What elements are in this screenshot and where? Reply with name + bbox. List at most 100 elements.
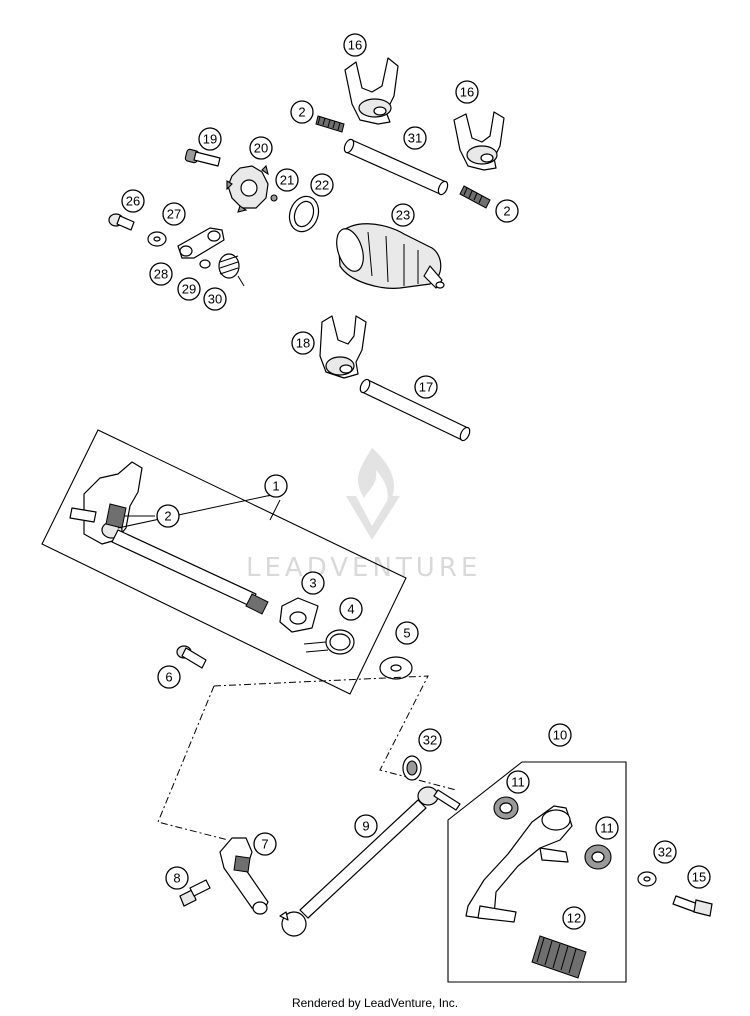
svg-text:18: 18 (296, 336, 310, 351)
callout-15: 15 (687, 865, 711, 889)
svg-text:10: 10 (553, 728, 567, 743)
callout-32-left: 32 (418, 728, 442, 752)
svg-text:4: 4 (347, 602, 354, 617)
watermark-text: LEADVENTURE (246, 553, 481, 583)
callout-30: 30 (203, 287, 227, 311)
callout-2-upper: 2 (290, 100, 314, 124)
bolt-19 (184, 148, 221, 167)
fork-shaft-17 (359, 378, 471, 442)
svg-text:8: 8 (173, 871, 180, 886)
callout-32-right: 32 (653, 840, 677, 864)
svg-text:32: 32 (423, 733, 437, 748)
svg-text:5: 5 (403, 626, 410, 641)
svg-text:20: 20 (254, 141, 268, 156)
footer-credit: Rendered by LeadVenture, Inc. (291, 996, 459, 1010)
bolt-26 (108, 213, 135, 231)
svg-text:16: 16 (460, 85, 474, 100)
svg-text:3: 3 (309, 576, 316, 591)
callout-16-right: 16 (455, 80, 479, 104)
clamp-bolt-8 (179, 879, 211, 907)
callout-18: 18 (291, 331, 315, 355)
svg-text:19: 19 (203, 132, 217, 147)
spring-2-on-shaft (105, 503, 127, 529)
washer-27 (147, 231, 167, 247)
callout-12: 12 (562, 906, 586, 930)
washer-32-left (402, 755, 422, 781)
callout-23: 23 (391, 203, 415, 227)
pedal-rubber-12 (531, 935, 587, 979)
callout-7: 7 (253, 832, 277, 856)
callout-28: 28 (149, 262, 173, 286)
callout-29: 29 (177, 277, 201, 301)
shift-fork-18 (319, 315, 367, 379)
torsion-spring-30 (218, 253, 245, 287)
washer-32-right (637, 871, 657, 887)
callout-4: 4 (339, 597, 363, 621)
shift-rod-9 (279, 786, 461, 937)
svg-text:1: 1 (272, 479, 279, 494)
svg-text:11: 11 (511, 775, 525, 790)
stop-bolt-6 (176, 645, 207, 669)
leadventure-watermark: LEADVENTURE (246, 448, 481, 583)
fork-shaft-31 (343, 138, 449, 196)
pedal-bolt-15 (672, 895, 713, 917)
locking-lever-28 (177, 227, 225, 259)
callout-11-right: 11 (595, 816, 619, 840)
svg-text:12: 12 (567, 911, 581, 926)
callout-8: 8 (165, 866, 189, 890)
svg-text:16: 16 (348, 38, 362, 53)
callout-2-shaft: 2 (156, 504, 180, 528)
svg-text:9: 9 (362, 819, 369, 834)
callout-21: 21 (275, 168, 299, 192)
callout-2-right: 2 (495, 199, 519, 223)
svg-text:23: 23 (396, 208, 410, 223)
callout-19: 19 (198, 127, 222, 151)
return-spring-4 (303, 629, 355, 655)
detent-spring-2-upper (315, 115, 345, 133)
svg-text:28: 28 (154, 267, 168, 282)
bearing-11-right (584, 844, 612, 870)
pin-21 (270, 194, 278, 202)
svg-text:30: 30 (208, 292, 222, 307)
detent-spring-2-right (459, 185, 491, 209)
shift-pedal-10 (465, 805, 573, 923)
callout-27: 27 (162, 202, 186, 226)
shift-star-20 (226, 164, 269, 213)
guide-plate-3 (279, 597, 319, 633)
ring-22 (288, 195, 320, 233)
svg-text:2: 2 (298, 105, 305, 120)
svg-text:2: 2 (164, 509, 171, 524)
callout-5: 5 (395, 621, 419, 645)
svg-text:15: 15 (692, 870, 706, 885)
callout-9: 9 (354, 814, 378, 838)
leader-lines (117, 493, 281, 529)
svg-text:26: 26 (126, 194, 140, 209)
svg-text:11: 11 (600, 821, 614, 836)
svg-text:2: 2 (503, 204, 510, 219)
svg-text:32: 32 (658, 845, 672, 860)
assembly-outline-dashed (157, 675, 457, 841)
assembly-box-1 (41, 429, 407, 695)
callout-22: 22 (310, 173, 334, 197)
shift-fork-16-left (344, 57, 399, 125)
callout-17: 17 (414, 375, 438, 399)
svg-text:21: 21 (280, 173, 294, 188)
callout-1: 1 (264, 474, 288, 498)
callout-31: 31 (403, 126, 427, 150)
svg-text:22: 22 (315, 178, 329, 193)
shift-drum-23 (336, 223, 445, 289)
svg-text:31: 31 (408, 131, 422, 146)
svg-text:7: 7 (261, 837, 268, 852)
shift-shaft-1 (69, 461, 269, 615)
shift-fork-16-right (453, 111, 505, 171)
callout-26: 26 (121, 189, 145, 213)
callout-11-left: 11 (506, 770, 530, 794)
washer-5 (379, 656, 413, 680)
callout-10: 10 (548, 723, 572, 747)
svg-text:27: 27 (167, 207, 181, 222)
svg-text:29: 29 (182, 282, 196, 297)
callout-16-left: 16 (343, 33, 367, 57)
callout-6: 6 (157, 665, 181, 689)
svg-text:6: 6 (165, 670, 172, 685)
